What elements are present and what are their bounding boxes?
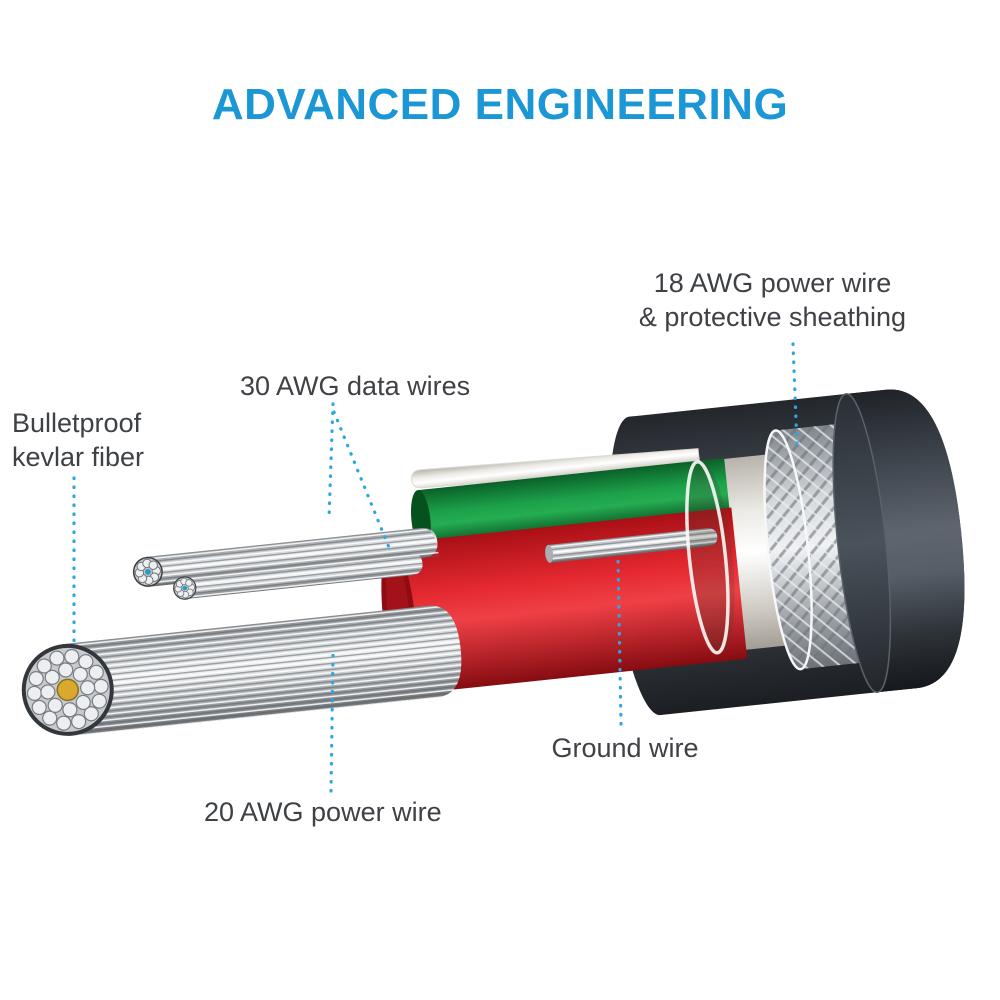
bundle-cross-section — [21, 643, 114, 736]
ground-wire — [545, 528, 718, 563]
callout-20awg-power-wire: 20 AWG power wire — [204, 797, 442, 827]
callout-ground-wire: Ground wire — [551, 733, 699, 763]
power-wire-20awg-bundle — [21, 605, 462, 736]
cable — [21, 389, 965, 736]
leader-lines — [72, 342, 799, 793]
protective-sheathing-jacket — [832, 389, 965, 694]
data-wire-1 — [130, 528, 439, 589]
callout-line-2: kevlar fiber — [12, 442, 145, 472]
leader-ground — [616, 558, 623, 726]
wrap-opening-shadow — [688, 461, 735, 653]
callout-line-1: 18 AWG power wire — [653, 268, 892, 298]
leader-30awg-a — [327, 402, 335, 520]
page-title: ADVANCED ENGINEERING — [211, 80, 789, 129]
callout-line-1: Bulletproof — [12, 408, 142, 438]
callout-line-2: & protective sheathing — [638, 302, 907, 332]
callout-30awg-data-wires: 30 AWG data wires — [240, 371, 471, 401]
leader-30awg-b — [332, 410, 392, 552]
inner-wrap-film-edge — [411, 448, 701, 489]
callout-18awg-sheathing: 18 AWG power wire & protective sheathing — [600, 266, 945, 334]
data-wire-2 — [171, 553, 423, 602]
callout-kevlar-fiber: Bulletproof kevlar fiber — [12, 406, 144, 474]
kevlar-fiber-core — [56, 678, 80, 702]
wrap-opening-rim — [685, 460, 730, 655]
leader-18awg-sheathing — [791, 342, 799, 448]
